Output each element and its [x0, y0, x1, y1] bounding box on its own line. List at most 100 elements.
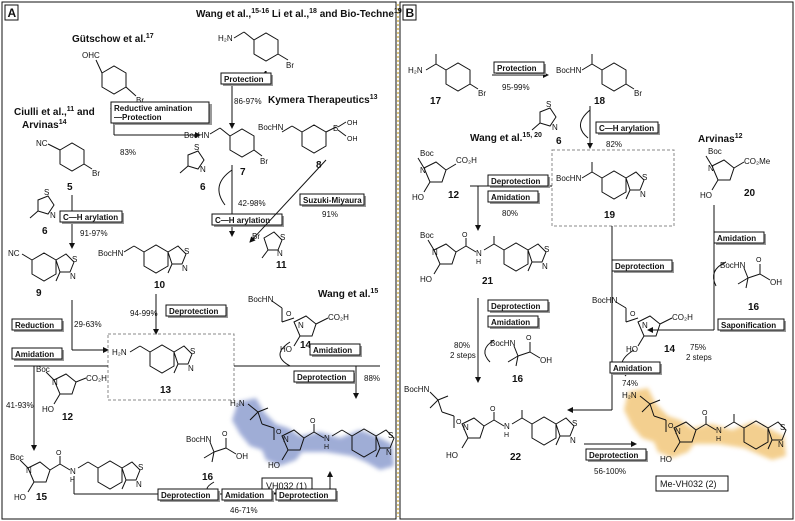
compound-10-structure: BocHN S N [98, 244, 189, 274]
step-bottom-amidation [221, 488, 273, 501]
step-reductive-amination [110, 101, 210, 124]
yield-ch-left: 91-97% [80, 229, 108, 238]
svg-text:N: N [542, 262, 548, 271]
svg-text:N: N [136, 480, 142, 489]
yield-sap-2: 2 steps [686, 353, 712, 362]
compound-12-a-structure: Boc N CO₂H HO [36, 365, 107, 414]
svg-text:Suzuki-Miyaura: Suzuki-Miyaura [303, 196, 362, 205]
step-reduction [11, 318, 63, 331]
yield-protection-b: 95-99% [502, 83, 530, 92]
svg-text:Deprotection: Deprotection [615, 262, 664, 271]
author-wang-b: Wang et al.15, 20 [470, 132, 542, 144]
svg-text:Amidation: Amidation [491, 193, 530, 202]
svg-text:Boc: Boc [420, 149, 434, 158]
svg-text:NC: NC [8, 249, 20, 258]
svg-text:S: S [388, 431, 393, 440]
svg-text:C—H arylation: C—H arylation [215, 216, 270, 225]
step-protection-b [493, 61, 545, 74]
compound-17-structure: H₂N Br [408, 54, 486, 98]
author-wang-li-biotechne: Wang et al.,15-16 Li et al.,18 and Bio-T… [196, 8, 402, 20]
svg-text:H₂N: H₂N [622, 391, 637, 400]
svg-text:N: N [50, 211, 56, 220]
panel-b-frame [399, 1, 794, 520]
yield-amidation-mid-b: 74% [622, 379, 638, 388]
svg-text:N: N [716, 426, 722, 435]
compound-6-left-structure: S N [29, 188, 56, 220]
svg-text:Reductive amination: Reductive amination [114, 104, 192, 113]
svg-text:Amidation: Amidation [313, 346, 352, 355]
svg-text:S: S [572, 419, 577, 428]
compound-21-label: 21 [482, 276, 494, 287]
svg-text:BocHN: BocHN [556, 174, 582, 183]
svg-text:N: N [708, 164, 714, 173]
svg-text:O: O [668, 423, 674, 430]
svg-text:OH: OH [347, 136, 358, 143]
compound-16-a-label: 16 [202, 472, 214, 483]
panel-b-label-box [402, 4, 417, 21]
svg-text:N: N [778, 440, 784, 449]
svg-text:B: B [333, 124, 338, 133]
svg-text:O: O [456, 419, 462, 426]
svg-text:C—H arylation: C—H arylation [63, 213, 118, 222]
svg-text:CO₂H: CO₂H [328, 313, 349, 322]
compound-19-structure: BocHN S N [556, 162, 647, 200]
svg-text:N: N [188, 364, 194, 373]
svg-text:BocHN: BocHN [556, 66, 582, 75]
svg-text:O: O [462, 232, 468, 239]
svg-text:N: N [432, 248, 438, 257]
compound-18-structure: BocHN Br [556, 54, 642, 98]
svg-text:Br: Br [92, 169, 100, 178]
svg-text:Deprotection: Deprotection [161, 491, 210, 500]
step-deprotection-mid-b [611, 259, 673, 272]
svg-text:Deprotection: Deprotection [297, 373, 346, 382]
yield-ch-b: 82% [606, 140, 622, 149]
svg-text:O: O [222, 431, 228, 438]
panel-a-label-box [4, 4, 19, 21]
svg-text:S: S [138, 463, 143, 472]
compound-4-structure: H₂N Br [218, 31, 294, 70]
svg-text:NC: NC [36, 139, 48, 148]
yield-ch-mid: 42-98% [238, 199, 266, 208]
step-deprotection2-b [487, 299, 549, 312]
compound-6-mid-label: 6 [200, 182, 206, 193]
compound-7-structure: BocHN Br [184, 127, 268, 166]
svg-text:BocHN: BocHN [248, 295, 274, 304]
svg-text:CO₂H: CO₂H [456, 156, 477, 165]
yield-amid2-2: 2 steps [450, 351, 476, 360]
svg-text:CO₂H: CO₂H [672, 313, 693, 322]
step-amidation-arvinas [713, 231, 765, 244]
step-deprotection1-b [487, 174, 549, 187]
svg-text:O: O [310, 418, 316, 425]
step-saponification [717, 318, 785, 331]
compound-14-a-label: 14 [300, 340, 312, 351]
svg-text:Deprotection: Deprotection [491, 177, 540, 186]
svg-text:Amidation: Amidation [15, 350, 54, 359]
svg-text:N: N [70, 272, 76, 281]
yield-deprotection-mid-a: 94-99% [130, 309, 158, 318]
yield-sap-1: 75% [690, 343, 706, 352]
compound-20-label: 20 [744, 188, 756, 199]
svg-text:S: S [194, 143, 199, 152]
step-amidation1-b [487, 190, 539, 203]
yield-amid2-1: 80% [454, 341, 470, 350]
svg-text:O: O [630, 311, 636, 318]
svg-text:H: H [716, 436, 721, 443]
svg-text:S: S [544, 245, 549, 254]
yield-reduction: 29-63% [74, 320, 102, 329]
yield-bottom: 46-71% [230, 506, 258, 515]
svg-text:O: O [490, 406, 496, 413]
svg-text:Br: Br [634, 89, 642, 98]
compound-12-b-label: 12 [448, 190, 460, 201]
compound-16-b2-label: 16 [748, 302, 760, 313]
svg-text:Boc: Boc [708, 147, 722, 156]
compound-20-structure: Boc N CO₂Me HO [700, 147, 771, 200]
svg-text:BocHN: BocHN [490, 339, 516, 348]
svg-text:HO: HO [660, 455, 672, 464]
yield-deprotection-final: 56-100% [594, 467, 626, 476]
svg-text:Br: Br [136, 96, 144, 105]
compound-11-structure: Br S N [252, 231, 285, 259]
svg-text:Boc: Boc [420, 231, 434, 240]
svg-text:N: N [298, 321, 304, 330]
step-suzuki [299, 193, 365, 206]
